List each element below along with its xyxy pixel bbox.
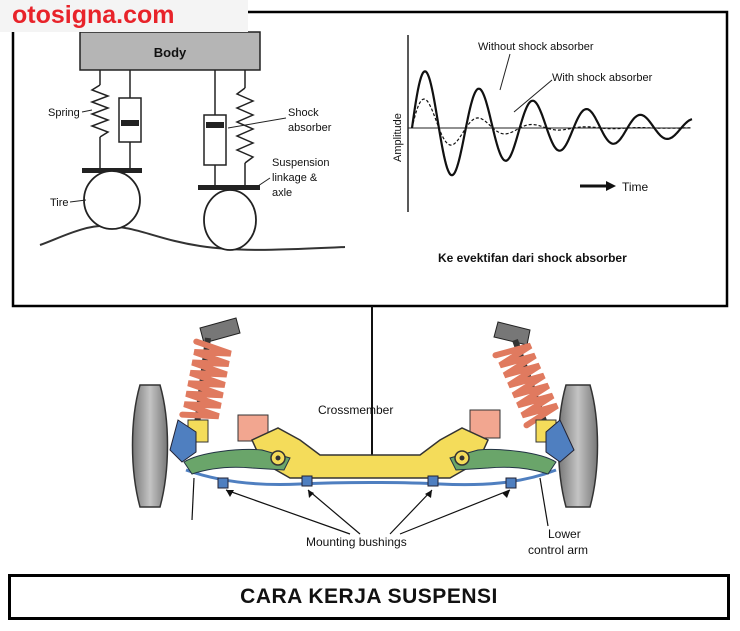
bushing-1 [217, 477, 229, 489]
amplitude-label: Amplitude [392, 113, 404, 162]
without-shock-label: Without shock absorber [478, 41, 594, 53]
tire-right [203, 189, 257, 251]
axle-plate-right [198, 185, 260, 190]
car-body-block [79, 31, 261, 71]
mounting-arrows [225, 489, 511, 535]
watermark-text: otosigna.com [12, 1, 175, 29]
ground-line [39, 224, 346, 251]
shock-label-2: absorber [288, 122, 332, 134]
left-wheel [131, 384, 169, 508]
spring-label: Spring [48, 107, 80, 119]
body-label: Body [154, 45, 187, 60]
with-shock-label: With shock absorber [552, 72, 653, 84]
suspension-label-1: Suspension [272, 157, 330, 169]
title-box: CARA KERJA SUSPENSI [8, 574, 730, 620]
suspension-label-2: linkage & [272, 172, 318, 184]
shock-label-1: Shock [288, 107, 319, 119]
tire-label: Tire [50, 197, 69, 209]
suspension-label-3: axle [272, 187, 292, 199]
panel-caption: Ke evektifan dari shock absorber [438, 251, 627, 265]
spring-coil-left [89, 84, 111, 138]
diagram-title: CARA KERJA SUSPENSI [240, 585, 498, 608]
stabilizer-bar [185, 468, 557, 487]
right-lower-control-arm [449, 449, 557, 475]
time-label: Time [622, 180, 649, 194]
watermark-banner: otosigna.com [0, 0, 248, 32]
right-coil-spring [492, 342, 559, 429]
wave-with-shock [411, 98, 692, 146]
lower-control-arm-label-1: Lower [548, 527, 581, 541]
left-lower-control-arm [183, 449, 291, 475]
mounting-bushings-label: Mounting bushings [306, 535, 407, 549]
tire-left [83, 170, 141, 230]
right-knuckle [545, 419, 575, 463]
bushing-2 [301, 475, 313, 487]
left-knuckle [169, 419, 197, 463]
wave-without-shock [410, 70, 693, 177]
lower-control-arm-label-2: control arm [528, 543, 588, 557]
crossmember-label: Crossmember [318, 403, 393, 417]
left-coil-spring [179, 338, 232, 420]
crossmember [251, 427, 489, 479]
bushing-4 [505, 477, 517, 489]
bushing-3 [427, 475, 439, 487]
